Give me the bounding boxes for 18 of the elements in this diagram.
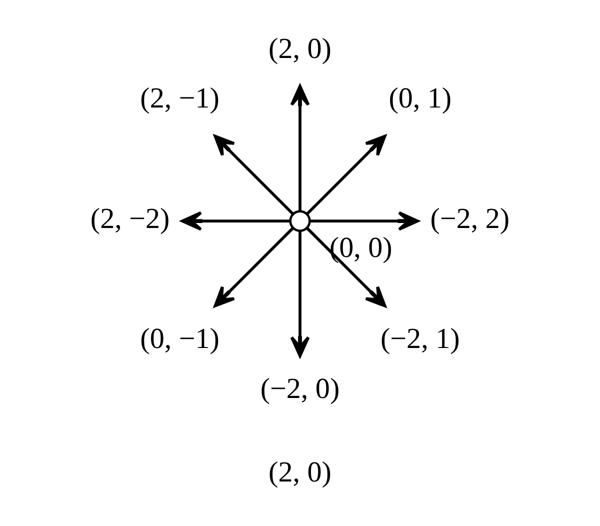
arrow (214, 227, 294, 308)
arrow (290, 84, 310, 211)
node-text: (0, −1) (140, 322, 220, 355)
node-text: (−2, 2) (430, 202, 510, 235)
node-text: (−2, 1) (380, 322, 460, 355)
node-circle (289, 210, 311, 232)
label: (2, 0) (268, 456, 332, 489)
arrow (306, 134, 386, 215)
arrow (310, 211, 419, 231)
arrow (181, 211, 290, 231)
node-text: (2, 0) (268, 32, 332, 65)
arrow (214, 134, 294, 215)
node-text: (−2, 0) (260, 372, 340, 405)
arrow (306, 227, 386, 308)
node-text: (2, −1) (140, 82, 220, 115)
node-text: (2, −2) (90, 202, 170, 235)
arrow (290, 231, 310, 358)
node-text: (0, 1) (388, 82, 452, 115)
